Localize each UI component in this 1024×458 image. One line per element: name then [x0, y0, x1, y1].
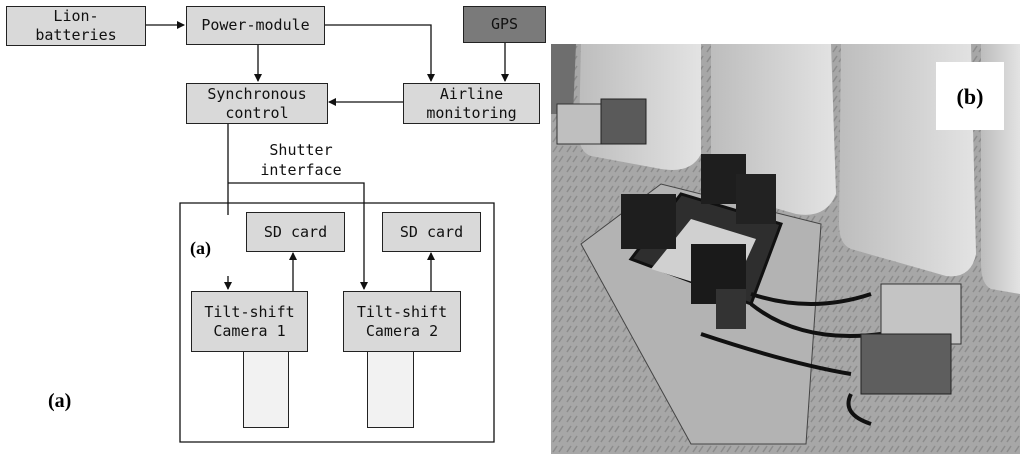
camera-2-box: Tilt-shift Camera 2 — [343, 291, 461, 352]
arrow-shutter-to-camera-2 — [228, 182, 368, 290]
camera-2-lens — [367, 351, 414, 428]
airline-monitoring-box: Airline monitoring — [403, 83, 540, 124]
panel-a-label: (a) — [48, 390, 72, 412]
camera-1-box: Tilt-shift Camera 1 — [191, 291, 308, 352]
lion-batteries-box: Lion- batteries — [6, 6, 146, 46]
equipment-photo: (b) — [551, 44, 1020, 454]
synchronous-control-box: Synchronous control — [186, 83, 328, 124]
inner-panel-label: (a) — [190, 238, 211, 258]
sd-card-1-box: SD card — [246, 212, 345, 252]
panel-b-label: (b) — [957, 84, 984, 109]
camera-1-lens — [243, 351, 289, 428]
power-module-box: Power-module — [186, 6, 325, 45]
gps-box: GPS — [463, 6, 546, 43]
shutter-interface-label: Shutter interface — [260, 141, 342, 179]
camera-rig-frame — [179, 202, 495, 443]
sd-card-2-box: SD card — [382, 212, 481, 252]
arrow-power-to-airline — [325, 24, 435, 82]
